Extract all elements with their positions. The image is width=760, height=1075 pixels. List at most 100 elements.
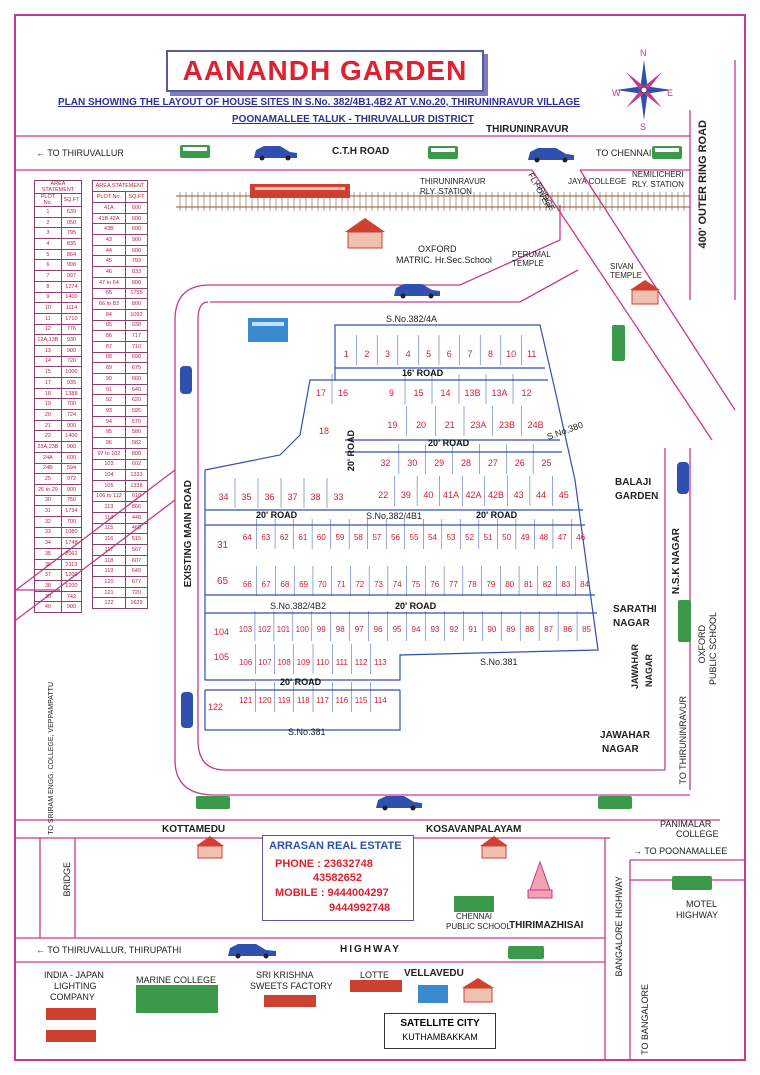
label-to-sriram: TO SRIRAM ENGG. COLLEGE, VEPPAMPATTU	[48, 682, 55, 835]
plot-sqft: 700	[60, 515, 83, 528]
plot-no: 24A	[34, 451, 62, 464]
plot-number: 113	[373, 658, 387, 667]
plot-number: 103	[238, 625, 253, 634]
plot-no: 8	[34, 280, 62, 293]
plot-number: 54	[428, 533, 437, 542]
plot-sqft: 720	[124, 586, 149, 599]
plot-number: 121	[238, 696, 253, 705]
plot-sqft: 864	[60, 248, 83, 261]
label-sno-382-4a: S.No.382/4A	[386, 314, 438, 324]
plot-no: 95	[92, 426, 126, 439]
plot-number: 12	[521, 388, 532, 398]
plot-no: 1	[34, 206, 62, 218]
plot-number: 42B	[488, 490, 505, 500]
plot-number: 43	[513, 490, 524, 500]
plot-sqft: 835	[60, 238, 83, 250]
plot-number: 70	[317, 580, 327, 589]
plot-no: 10	[34, 302, 62, 314]
plot-sqft: 950	[60, 216, 83, 229]
plot-sqft: 1080	[60, 526, 83, 539]
plot-number: 53	[446, 533, 456, 542]
plot-no: 15	[34, 366, 62, 378]
plot-sqft: 1274	[60, 280, 83, 293]
plot-sqft: 1400	[60, 430, 83, 443]
plot-sqft: 600	[60, 451, 83, 464]
plot-no: 11	[34, 312, 62, 325]
plot-no: 86	[92, 330, 126, 342]
plot-no: 40	[34, 601, 62, 614]
plot-number: 9	[388, 388, 394, 398]
plot-sqft: 717	[124, 330, 149, 342]
plot-number: 100	[295, 625, 309, 634]
plot-sqft: 1338	[124, 479, 149, 492]
label-lotte: LOTTE	[360, 970, 390, 980]
plot-no: 85	[92, 319, 126, 332]
plot-number: 49	[520, 533, 530, 542]
label-existing-main-road: EXISTING MAIN ROAD	[183, 480, 194, 588]
plot-sqft: 900	[60, 419, 83, 432]
label-motel: MOTEL	[686, 899, 718, 909]
plot-no: 4	[34, 238, 62, 250]
plot-sqft: 660	[124, 373, 149, 385]
plot-no: 90	[92, 373, 126, 385]
plot-number: 117	[316, 696, 329, 705]
plot-no: 17	[34, 377, 62, 389]
plot-no: 84	[92, 308, 126, 321]
plot-no: 93	[92, 405, 126, 417]
col-plot-2: PLOT No.	[92, 191, 126, 203]
plot-number: 23B	[499, 420, 516, 430]
plot-no: 87	[92, 340, 126, 353]
plot-no: 113	[92, 501, 126, 513]
plot-number: 82	[542, 580, 552, 589]
label-vellavedu: VELLAVEDU	[404, 968, 464, 979]
label-16-road: 16' ROAD	[402, 368, 444, 378]
label-marine-college: MARINE COLLEGE	[136, 975, 217, 985]
plot-number: 41A	[442, 490, 459, 500]
plot-no: 46	[92, 266, 126, 278]
label-chennai-public: CHENNAI	[456, 912, 493, 921]
plot-number: 116	[335, 696, 349, 705]
plot-number: 5	[426, 349, 432, 359]
plot-number: 48	[539, 533, 549, 542]
plot-number: 109	[296, 658, 311, 667]
label-jawahar-vertical-nagar: NAGAR	[644, 654, 654, 687]
plot-no: 119	[92, 565, 126, 578]
plot-sqft: 1734	[60, 505, 83, 517]
label-sivan-temple: TEMPLE	[610, 271, 643, 280]
plot-no: 43	[92, 234, 126, 246]
plot-number: 13B	[464, 388, 481, 398]
plot-number: 81	[523, 580, 533, 589]
plot-sqft: 620	[124, 394, 149, 407]
plot-number: 107	[258, 658, 272, 667]
plot-sqft: 600	[124, 202, 149, 214]
plot-no: 96	[92, 437, 126, 449]
label-sno-382-4b1: S.No.382/4B1	[366, 511, 423, 521]
plot-no: 33	[34, 526, 62, 539]
plot-number: 71	[336, 580, 346, 589]
plot-no: 20	[34, 409, 62, 421]
plot-no: 18	[34, 387, 62, 400]
plot-no: 35	[34, 548, 62, 560]
plot-number: 32	[380, 458, 391, 468]
plot-number: 68	[280, 580, 290, 589]
plot-number: 14	[440, 388, 451, 398]
